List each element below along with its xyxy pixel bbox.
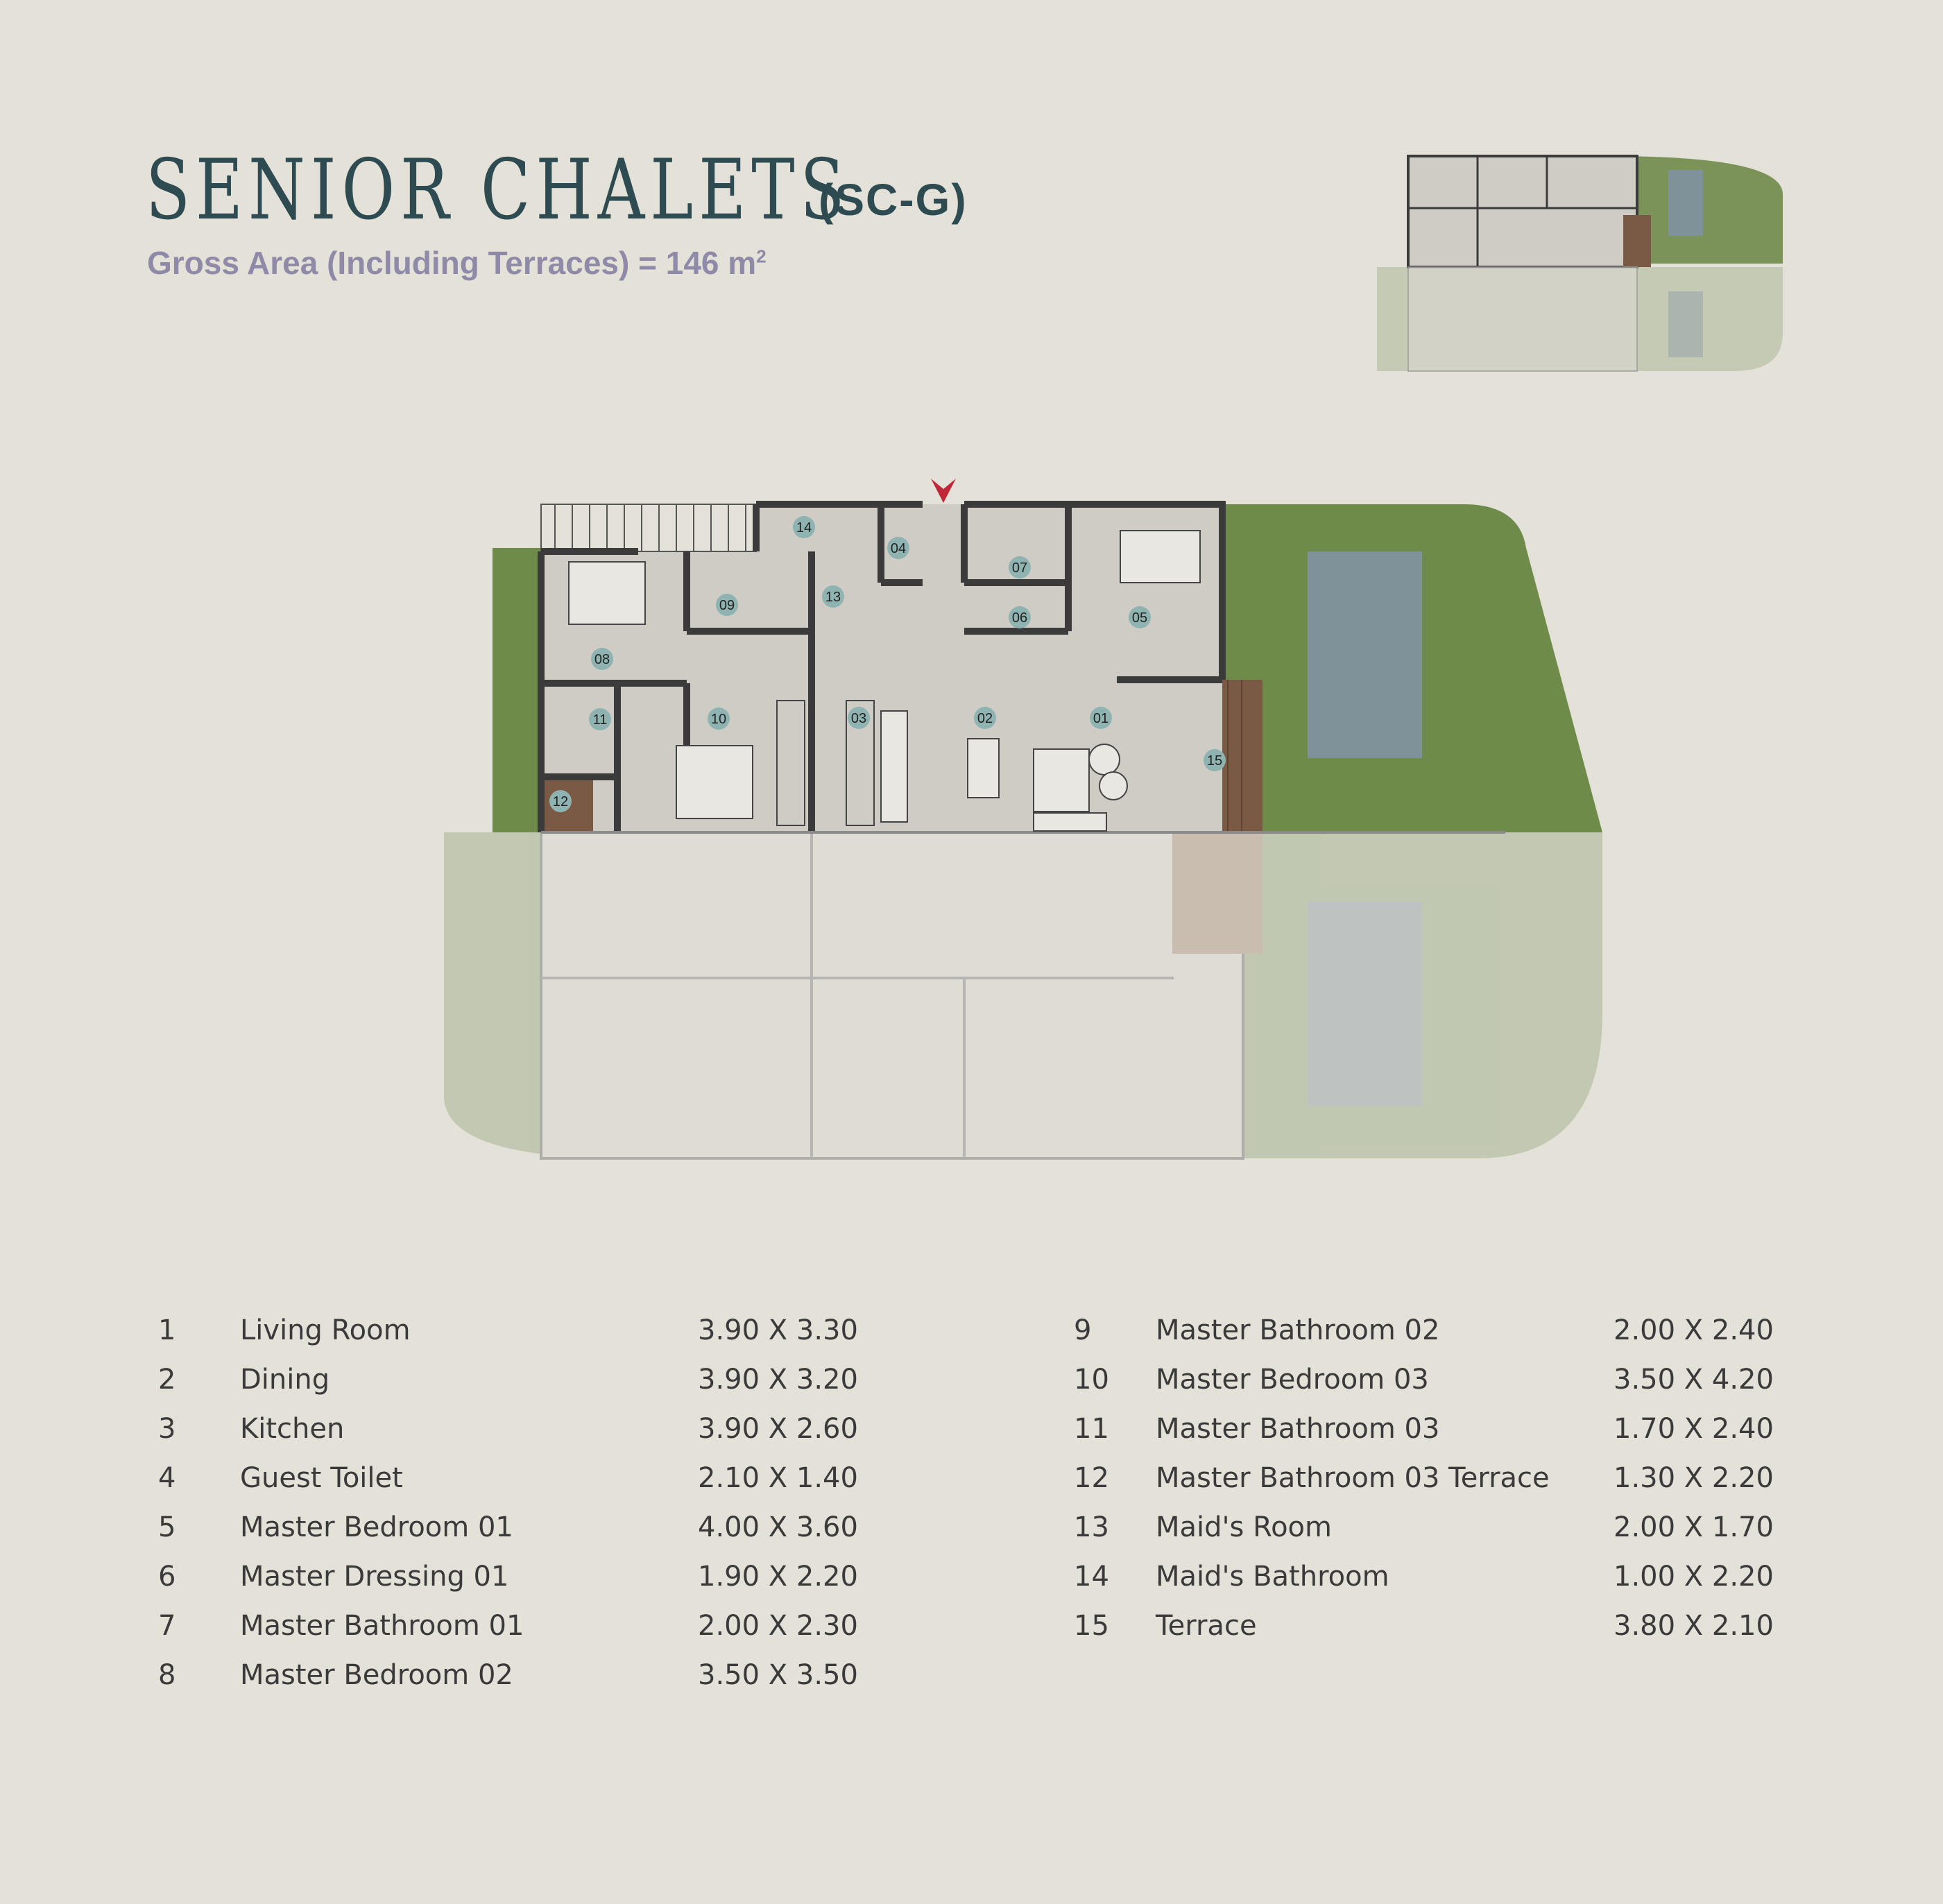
floor-plan: 01 02 03 04 05 06 07 08 09 10 11 12 13 1… — [437, 472, 1686, 1179]
room-marker-03: 03 — [848, 707, 870, 729]
legend-number: 8 — [158, 1659, 176, 1691]
room-marker-06: 06 — [1009, 606, 1031, 628]
garden-left — [493, 548, 541, 832]
legend-number: 12 — [1074, 1462, 1109, 1494]
svg-text:10: 10 — [711, 712, 726, 727]
room-marker-15: 15 — [1204, 749, 1226, 771]
room-marker-04: 04 — [887, 537, 909, 559]
room-marker-14: 14 — [793, 516, 815, 538]
walls — [538, 501, 1226, 832]
svg-text:15: 15 — [1207, 753, 1222, 769]
gross-area: Gross Area (Including Terraces) = 146 m2 — [147, 244, 767, 282]
legend-dimensions: 3.90 X 3.20 — [698, 1364, 858, 1396]
legend-room-name: Master Bedroom 03 — [1156, 1364, 1429, 1396]
legend-number: 10 — [1074, 1364, 1109, 1396]
svg-text:03: 03 — [851, 711, 866, 726]
svg-text:01: 01 — [1093, 711, 1109, 726]
svg-text:11: 11 — [593, 712, 608, 728]
legend-number: 3 — [158, 1413, 176, 1445]
legend-dimensions: 3.50 X 4.20 — [1614, 1364, 1774, 1396]
room-marker-11: 11 — [589, 708, 611, 730]
legend-number: 14 — [1074, 1561, 1109, 1593]
unit-code: (SC-G) — [819, 175, 968, 225]
legend-room-name: Master Bathroom 03 Terrace — [1156, 1462, 1550, 1494]
legend-number: 4 — [158, 1462, 176, 1494]
room-marker-05: 05 — [1129, 606, 1151, 628]
legend-dimensions: 3.90 X 3.30 — [698, 1314, 858, 1346]
room-marker-09: 09 — [716, 594, 738, 616]
legend-dimensions: 1.00 X 2.20 — [1614, 1561, 1774, 1593]
svg-text:02: 02 — [977, 711, 993, 726]
page-title: SENIOR CHALETS — [146, 142, 850, 239]
legend-room-name: Maid's Room — [1156, 1511, 1332, 1543]
legend-number: 13 — [1074, 1511, 1109, 1543]
room-marker-01: 01 — [1090, 707, 1112, 729]
legend-number: 11 — [1074, 1413, 1109, 1445]
legend-dimensions: 4.00 X 3.60 — [698, 1511, 858, 1543]
svg-text:06: 06 — [1012, 610, 1027, 626]
svg-text:13: 13 — [825, 590, 841, 605]
legend-room-name: Master Bedroom 02 — [240, 1659, 513, 1691]
stairs — [540, 504, 757, 552]
floor-plan-drawing: 01 02 03 04 05 06 07 08 09 10 11 12 13 1… — [444, 479, 1602, 1160]
room-markers: 01 02 03 04 05 06 07 08 09 10 11 12 13 1… — [549, 516, 1226, 812]
legend-number: 5 — [158, 1511, 176, 1543]
furniture — [568, 530, 1201, 832]
legend-room-name: Master Dressing 01 — [240, 1561, 509, 1593]
gross-area-unit-superscript: 2 — [756, 246, 767, 267]
legend-room-name: Living Room — [240, 1314, 411, 1346]
legend-room-name: Master Bathroom 02 — [1156, 1314, 1440, 1346]
entry-arrow-icon — [931, 479, 956, 503]
svg-text:08: 08 — [594, 652, 610, 667]
room-marker-08: 08 — [591, 648, 613, 670]
svg-text:09: 09 — [719, 598, 735, 613]
room-marker-10: 10 — [708, 707, 730, 730]
legend-dimensions: 3.80 X 2.10 — [1614, 1610, 1774, 1642]
legend-number: 6 — [158, 1561, 176, 1593]
svg-text:04: 04 — [891, 541, 906, 556]
legend-number: 9 — [1074, 1314, 1092, 1346]
legend-dimensions: 2.00 X 1.70 — [1614, 1511, 1774, 1543]
legend-room-name: Master Bedroom 01 — [240, 1511, 513, 1543]
plan-reflection — [444, 831, 1602, 1160]
svg-text:12: 12 — [553, 794, 568, 809]
pool — [1308, 551, 1422, 758]
legend-dimensions: 2.10 X 1.40 — [698, 1462, 858, 1494]
legend-dimensions: 3.50 X 3.50 — [698, 1659, 858, 1691]
legend-room-name: Master Bathroom 01 — [240, 1610, 524, 1642]
title-block: SENIOR CHALETS (SC-G) — [146, 142, 1049, 239]
legend-dimensions: 2.00 X 2.40 — [1614, 1314, 1774, 1346]
legend-room-name: Kitchen — [240, 1413, 345, 1445]
legend-room-name: Terrace — [1156, 1610, 1257, 1642]
legend-room-name: Master Bathroom 03 — [1156, 1413, 1440, 1445]
svg-text:05: 05 — [1132, 610, 1147, 626]
gross-area-text: Gross Area (Including Terraces) = 146 m — [147, 245, 757, 281]
svg-text:07: 07 — [1012, 560, 1027, 576]
svg-text:14: 14 — [796, 520, 812, 535]
legend-number: 7 — [158, 1610, 176, 1642]
legend-room-name: Guest Toilet — [240, 1462, 403, 1494]
legend-dimensions: 2.00 X 2.30 — [698, 1610, 858, 1642]
room-marker-02: 02 — [974, 707, 996, 729]
legend-number: 2 — [158, 1364, 176, 1396]
legend-number: 15 — [1074, 1610, 1109, 1642]
legend-dimensions: 1.70 X 2.40 — [1614, 1413, 1774, 1445]
legend-room-name: Maid's Bathroom — [1156, 1561, 1389, 1593]
room-marker-12: 12 — [549, 790, 572, 812]
key-plan-thumbnail — [1373, 153, 1790, 375]
legend-number: 1 — [158, 1314, 176, 1346]
legend-dimensions: 1.30 X 2.20 — [1614, 1462, 1774, 1494]
legend-dimensions: 1.90 X 2.20 — [698, 1561, 858, 1593]
key-plan-drawing — [1377, 155, 1783, 372]
legend-room-name: Dining — [240, 1364, 330, 1396]
legend-dimensions: 3.90 X 2.60 — [698, 1413, 858, 1445]
room-marker-07: 07 — [1009, 556, 1031, 578]
room-marker-13: 13 — [822, 585, 844, 608]
